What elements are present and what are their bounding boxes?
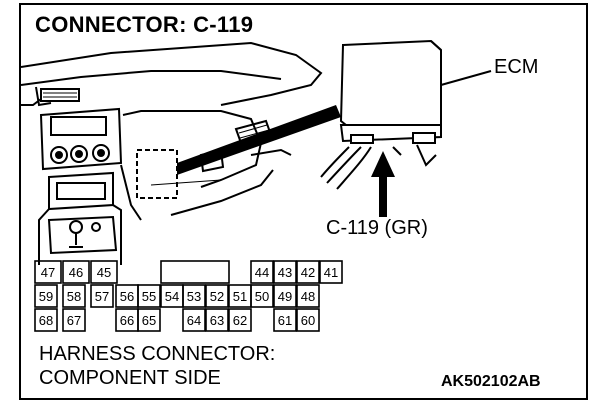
pin-number: 65 — [142, 313, 156, 328]
pin-number: 53 — [187, 289, 201, 304]
pin-cell — [182, 308, 206, 332]
pin-number: 68 — [39, 313, 53, 328]
connector-arrow — [371, 151, 395, 217]
pin-cell — [205, 284, 229, 308]
pin-cell — [296, 284, 320, 308]
pin-cell — [228, 308, 252, 332]
pin-number: 44 — [255, 265, 269, 280]
pin-number: 54 — [165, 289, 179, 304]
pin-number: 47 — [41, 265, 55, 280]
illustration: 47 46 45 44 43 42 41 59 58 57 56 55 54 53 52 51 50 49 48 68… — [21, 39, 492, 332]
pin-number: 56 — [120, 289, 134, 304]
pin-number: 66 — [120, 313, 134, 328]
pin-cell — [62, 260, 90, 284]
diagram-frame: 47 46 45 44 43 42 41 59 58 57 56 55 54 53 52 51 50 49 48 68… — [19, 3, 588, 400]
pin-number: 57 — [95, 289, 109, 304]
pin-number: 50 — [255, 289, 269, 304]
pin-cell — [250, 284, 274, 308]
pin-number: 43 — [278, 265, 292, 280]
pin-number: 51 — [233, 289, 247, 304]
pin-number: 61 — [278, 313, 292, 328]
pin-number: 49 — [278, 289, 292, 304]
pin-number: 45 — [97, 265, 111, 280]
view-label-line2: COMPONENT SIDE — [39, 367, 221, 389]
pin-number: 60 — [301, 313, 315, 328]
pin-cell — [137, 308, 161, 332]
ecm-box — [320, 39, 492, 190]
pin-cell — [90, 284, 114, 308]
view-label-line1: HARNESS CONNECTOR: — [39, 343, 276, 365]
pin-cell — [62, 308, 86, 332]
pin-cell — [62, 284, 86, 308]
ecm-label: ECM — [494, 56, 539, 78]
pin-cell — [90, 260, 118, 284]
page-title: CONNECTOR: C-119 — [35, 12, 254, 37]
pin-cell — [34, 284, 58, 308]
pin-cell — [273, 260, 297, 284]
dashboard-illustration — [21, 41, 323, 265]
pin-number: 42 — [301, 265, 315, 280]
connector-pinout: 47 46 45 44 43 42 41 59 58 57 56 55 54 53 52 51 50 49 48 68… — [34, 260, 343, 332]
pin-cell — [182, 284, 206, 308]
pin-cell — [34, 260, 62, 284]
pin-number: 67 — [67, 313, 81, 328]
pin-number: 46 — [69, 265, 83, 280]
pin-cell — [296, 260, 320, 284]
pin-cell — [34, 308, 58, 332]
pin-cell — [273, 284, 297, 308]
pin-number: 62 — [233, 313, 247, 328]
location-pointer — [177, 105, 341, 175]
pin-number: 48 — [301, 289, 315, 304]
connector-label: C-119 (GR) — [326, 217, 428, 239]
connector-key — [160, 260, 230, 284]
pin-cell — [319, 260, 343, 284]
figure-code: AK502102AB — [441, 373, 541, 390]
pin-number: 64 — [187, 313, 201, 328]
pin-cell — [296, 308, 320, 332]
pin-number: 41 — [324, 265, 338, 280]
pin-cell — [137, 284, 161, 308]
pin-cell — [250, 260, 274, 284]
pin-number: 52 — [210, 289, 224, 304]
pin-number: 55 — [142, 289, 156, 304]
pin-cell — [205, 308, 229, 332]
pin-number: 59 — [39, 289, 53, 304]
pin-number: 58 — [67, 289, 81, 304]
pin-number: 63 — [210, 313, 224, 328]
pin-cell — [273, 308, 297, 332]
